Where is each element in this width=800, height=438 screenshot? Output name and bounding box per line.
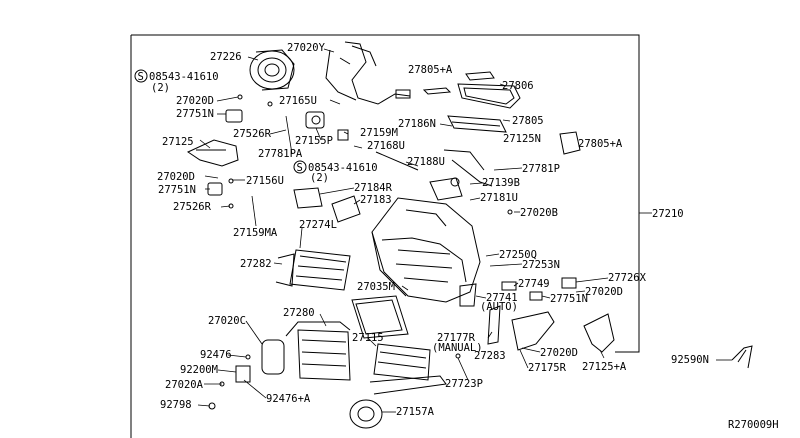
label-27805A-right: 27805+A: [578, 138, 623, 150]
label-27283: 27283: [474, 350, 506, 362]
label-92200M: 92200M: [180, 364, 218, 376]
label-27781PA: 27781PA: [258, 148, 303, 160]
label-27186N: 27186N: [398, 118, 436, 130]
leader-lines: [197, 48, 732, 413]
label-27250Q: 27250Q: [499, 249, 537, 261]
screw-symbol-text-1: S: [138, 71, 144, 83]
label-08543-1: 08543-41610: [149, 71, 219, 83]
label-27723P: 27723P: [445, 378, 483, 390]
wire-harness: [325, 41, 411, 105]
label-27188U: 27188U: [407, 156, 445, 168]
label-27177R-manual: (MANUAL): [432, 342, 483, 354]
label-27183: 27183: [360, 194, 392, 206]
air-doors: [293, 177, 463, 223]
label-27806: 27806: [502, 80, 534, 92]
label-27020D-1: 27020D: [176, 95, 214, 107]
label-27156U: 27156U: [246, 175, 284, 187]
label-27749: 27749: [518, 278, 550, 290]
label-27526R-2: 27526R: [173, 201, 212, 213]
air-filters: [422, 71, 581, 155]
label-27253N: 27253N: [522, 259, 560, 271]
label-27139B: 27139B: [482, 177, 520, 189]
label-27159M: 27159M: [360, 127, 398, 139]
screw-symbol-text-2: S: [297, 162, 303, 174]
label-27020D-3: 27020D: [585, 286, 623, 298]
label-92476-1: 92476: [200, 349, 232, 361]
actuators-left: [207, 109, 349, 227]
label-27751N-3: 27751N: [550, 293, 588, 305]
label-27159MA: 27159MA: [233, 227, 278, 239]
label-27125: 27125: [162, 136, 194, 148]
diagram-reference-code: R270009H: [728, 419, 779, 431]
heater-core: [285, 321, 351, 381]
label-08543-2: 08543-41610: [308, 162, 378, 174]
label-27805A-top: 27805+A: [408, 64, 453, 76]
label-27526R-1: 27526R: [233, 128, 272, 140]
assembly-frame: [130, 34, 652, 438]
screw-symbol-1: S: [134, 69, 148, 83]
label-27155P: 27155P: [295, 135, 333, 147]
label-27125N: 27125N: [503, 133, 541, 145]
label-92798: 92798: [160, 399, 192, 411]
label-27035M: 27035M: [357, 281, 395, 293]
label-27726X: 27726X: [608, 272, 647, 284]
label-27781P: 27781P: [522, 163, 560, 175]
duct-left: [186, 139, 239, 167]
blower-case: [349, 399, 383, 429]
screw-symbol-2: S: [293, 160, 307, 174]
label-27741-auto: (AUTO): [480, 301, 518, 313]
label-27020B: 27020B: [520, 207, 558, 219]
label-27020Y: 27020Y: [287, 42, 326, 54]
label-27177R: 27177R: [437, 332, 476, 344]
label-27280: 27280: [283, 307, 315, 319]
link-rods: [375, 149, 493, 187]
label-27274L: 27274L: [299, 219, 337, 231]
label-27157A: 27157A: [396, 406, 435, 418]
label-27175R: 27175R: [528, 362, 567, 374]
label-27751N-2: 27751N: [158, 184, 196, 196]
drain-hose: [731, 345, 753, 369]
label-27741: 27741: [486, 292, 518, 304]
evap-core-right: [369, 343, 447, 395]
label-27020C: 27020C: [208, 315, 246, 327]
label-08543-2-qty: (2): [310, 172, 329, 184]
right-ducts: [459, 277, 615, 353]
label-27125A: 27125+A: [582, 361, 627, 373]
label-27184R: 27184R: [354, 182, 393, 194]
label-27168U: 27168U: [367, 140, 405, 152]
label-27805: 27805: [512, 115, 544, 127]
label-92590N: 92590N: [671, 354, 709, 366]
label-27210: 27210: [652, 208, 684, 220]
label-27020A: 27020A: [165, 379, 204, 391]
label-92476A: 92476+A: [266, 393, 311, 405]
label-27181U: 27181U: [480, 192, 518, 204]
label-27020D-4: 27020D: [540, 347, 578, 359]
label-27751N-1: 27751N: [176, 108, 214, 120]
label-27282: 27282: [240, 258, 272, 270]
heater-unit-housing: [371, 197, 481, 303]
seal-gasket: [351, 295, 409, 339]
label-27226: 27226: [210, 51, 242, 63]
fasteners: [208, 94, 513, 410]
evaporator-core: [275, 249, 351, 291]
blower-motor: [247, 49, 295, 91]
label-27165U: 27165U: [279, 95, 317, 107]
label-08543-1-qty: (2): [151, 82, 170, 94]
label-27020D-2: 27020D: [157, 171, 195, 183]
part-labels: 27226 27020Y 27805+A 27806 08543-41610 (…: [149, 42, 779, 431]
label-27115: 27115: [352, 332, 384, 344]
foam-pads: [235, 339, 285, 383]
